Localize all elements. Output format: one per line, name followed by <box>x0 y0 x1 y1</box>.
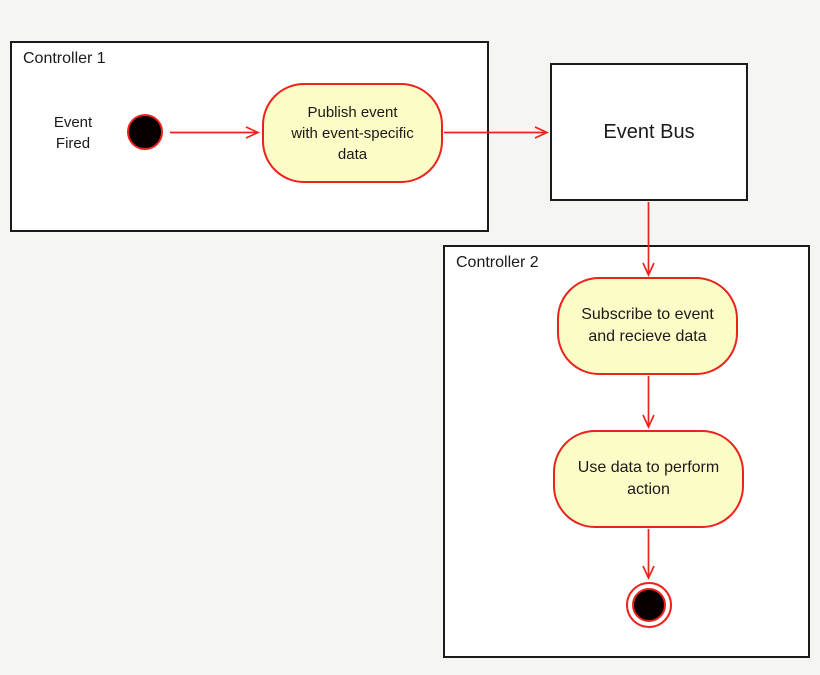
final-state-inner-dot <box>632 588 666 622</box>
publish-event-label: Publish event with event-specific data <box>291 103 414 163</box>
subscribe-event-state: Subscribe to event and recieve data <box>557 277 738 375</box>
use-data-state: Use data to perform action <box>553 430 744 528</box>
final-state-icon <box>626 582 672 628</box>
controller-1-label: Controller 1 <box>23 50 106 67</box>
use-data-label: Use data to perform action <box>577 459 720 498</box>
publish-event-state: Publish event with event-specific data <box>262 83 443 183</box>
event-bus-node: Event Bus <box>550 63 748 201</box>
initial-state-icon <box>127 114 163 150</box>
controller-2-frame: Controller 2 <box>443 245 810 658</box>
subscribe-event-label: Subscribe to event and recieve data <box>581 306 714 345</box>
event-bus-label: Event Bus <box>603 120 695 143</box>
initial-state-label: Event Fired <box>53 114 93 152</box>
controller-2-label: Controller 2 <box>456 254 539 271</box>
